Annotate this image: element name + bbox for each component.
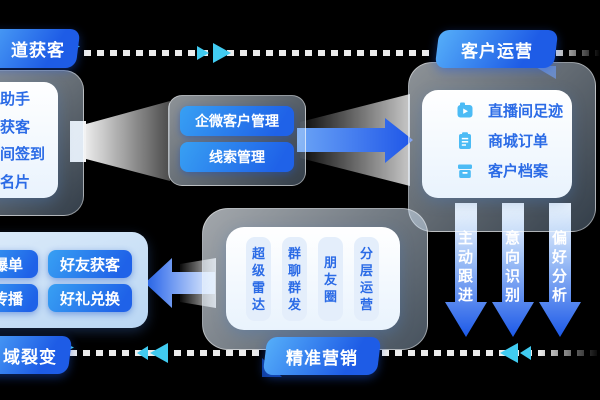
fission-burst-button: 爆单 [0, 250, 38, 278]
order-list-icon [455, 131, 475, 151]
ops-item-label: 客户档案 [488, 163, 549, 180]
channel-item: 获客 [0, 118, 31, 136]
customer-ops-list [422, 90, 572, 198]
ops-item-label: 直播间足迹 [488, 103, 564, 120]
flow-label-preference: 偏好分析 [551, 230, 567, 304]
friend-acquisition-button: 好友获客 [48, 250, 132, 278]
spread-button: 传播 [0, 284, 38, 312]
vertical-flow-arrows [445, 203, 581, 337]
channel-acquisition-title: 道获客 [0, 29, 81, 68]
archive-box-icon [455, 161, 475, 181]
leads-button: 线索管理 [180, 142, 294, 172]
channel-item: 间签到 [0, 146, 46, 164]
flow-label-follow-up: 主动跟进 [457, 230, 473, 304]
channel-item: 名片 [0, 173, 31, 191]
arrow-right-icon [297, 118, 413, 163]
pill-moments: 朋友圈 [318, 237, 343, 321]
channel-item: 助手 [0, 91, 31, 108]
pill-super-radar: 超级雷达 [246, 237, 271, 321]
pill-tiered-ops: 分层运营 [354, 237, 379, 321]
gift-redeem-button: 好礼兑换 [48, 284, 132, 312]
ops-item-label: 商城订单 [488, 133, 549, 150]
wecom-crm-button: 企微客户管理 [180, 106, 294, 136]
flow-label-intent: 意向识别 [504, 230, 520, 304]
fission-panel [0, 232, 148, 328]
pill-group-blast: 群聊群发 [282, 237, 307, 321]
arrow-left-icon [145, 258, 215, 308]
live-stream-icon [455, 101, 475, 121]
marketing-title: 精准营销 [262, 337, 382, 375]
channel-acquisition-list [0, 82, 58, 198]
fission-title: 域裂变 [0, 336, 73, 374]
customer-ops-title: 客户运营 [434, 30, 559, 68]
